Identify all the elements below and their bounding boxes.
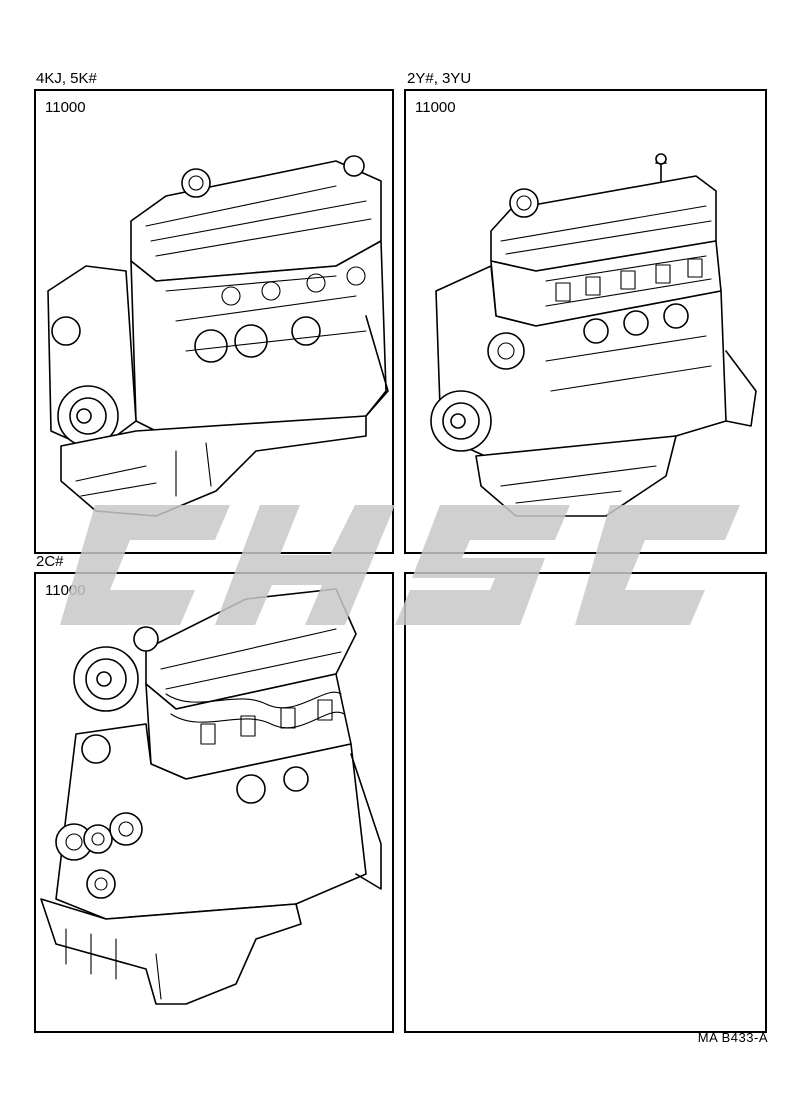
engine-panel-2y-3yu: 11000	[404, 89, 767, 554]
engine-panel-4kj-5k: 11000	[34, 89, 394, 554]
engine-panel-2c: 11000	[34, 572, 394, 1033]
engine-assembly-icon	[430, 153, 757, 517]
panel-caption-2c: 2C#	[36, 553, 64, 570]
panel-caption-2y-3yu: 2Y#, 3YU	[407, 70, 472, 87]
panel-caption-4kj-5k: 4KJ, 5K#	[36, 70, 97, 87]
engine-assembly-icon	[40, 588, 382, 1005]
part-number: 11000	[415, 99, 456, 116]
empty-panel	[404, 572, 767, 1033]
diagram-reference-code: MA B433-A	[697, 1030, 768, 1045]
part-number: 11000	[45, 99, 86, 116]
engine-assembly-icon	[47, 155, 389, 517]
